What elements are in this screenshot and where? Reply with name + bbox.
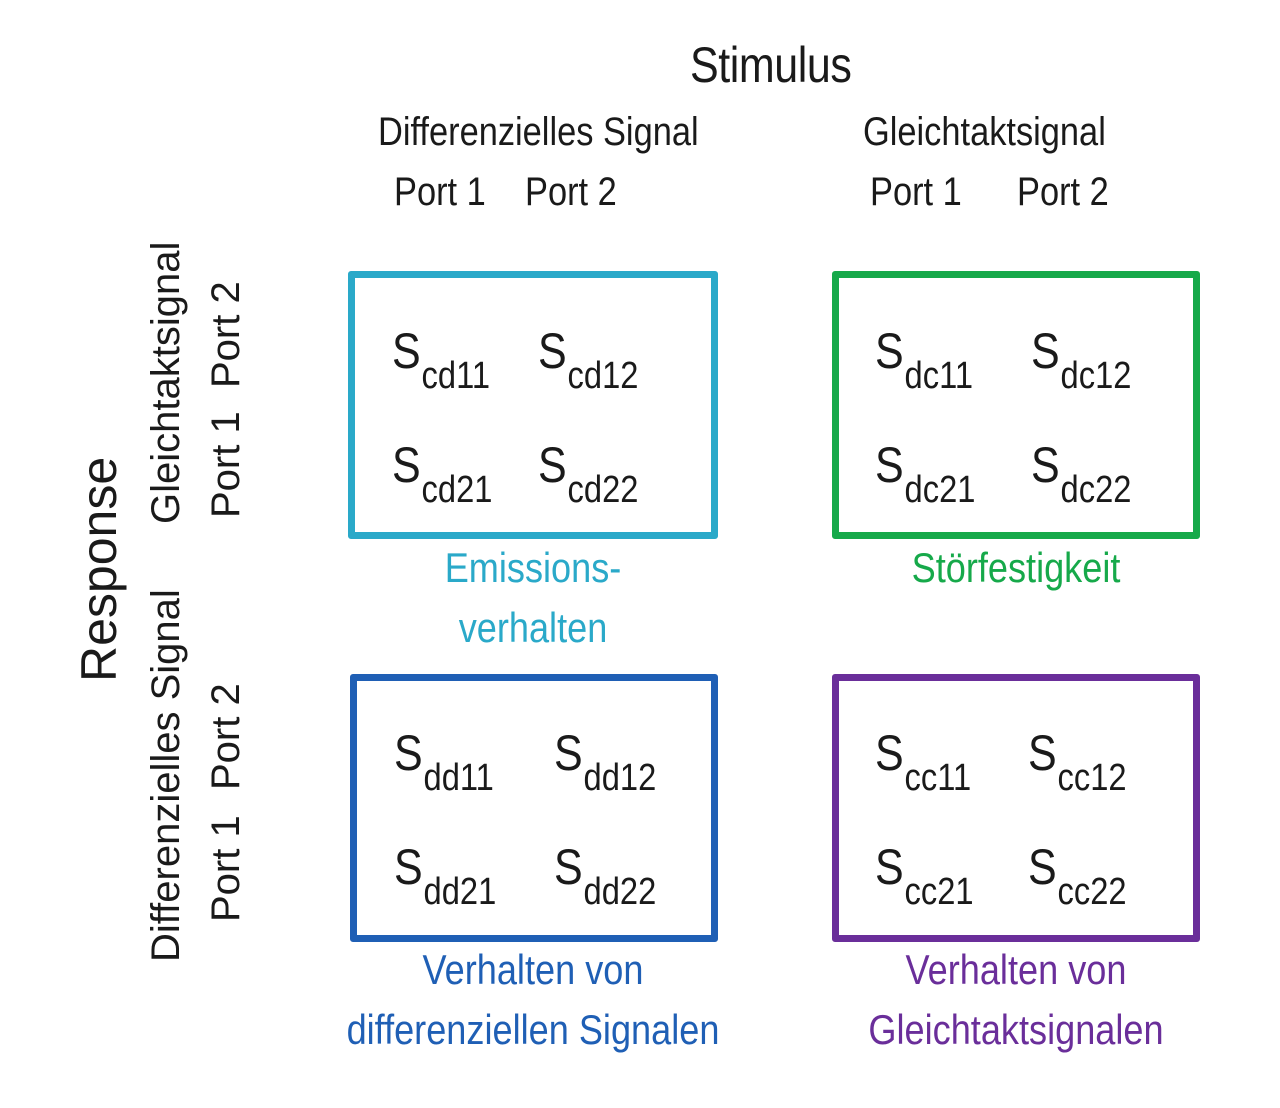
param-scc21: Scc21: [875, 839, 974, 913]
column-group-differential: Differenzielles Signal: [378, 110, 699, 154]
param-sdc22: Sdc22: [1031, 437, 1132, 511]
column-port2-differential: Port 2: [525, 170, 617, 214]
row-port1-differential: Port 1: [204, 815, 248, 922]
caption-common-mode-line2: Gleichtaktsignalen: [868, 1006, 1164, 1053]
param-sdc12: Sdc12: [1031, 323, 1132, 397]
caption-differential-line2: differenziellen Signalen: [346, 1006, 720, 1053]
caption-immunity: Störfestigkeit: [832, 538, 1200, 598]
row-port2-differential: Port 2: [204, 683, 248, 790]
caption-common-mode-line1: Verhalten von: [905, 946, 1127, 993]
caption-common-mode-behavior: Verhalten von Gleichtaktsignalen: [832, 940, 1200, 1060]
column-group-common-mode: Gleichtaktsignal: [863, 110, 1106, 154]
caption-emission-line2: verhalten: [458, 604, 608, 651]
row-group-common-mode: Gleichtaktsignal: [144, 241, 188, 524]
param-sdc21: Sdc21: [875, 437, 976, 511]
stimulus-heading: Stimulus: [690, 37, 852, 93]
row-port1-common-mode: Port 1: [204, 411, 248, 518]
response-heading: Response: [71, 456, 127, 682]
caption-immunity-line1: Störfestigkeit: [911, 544, 1121, 591]
param-scd11: Scd11: [392, 323, 490, 397]
param-scc11: Scc11: [875, 725, 972, 799]
param-sdd22: Sdd22: [554, 839, 657, 913]
param-scd21: Scd21: [392, 437, 493, 511]
quadrant-dd-box: [350, 674, 718, 942]
param-sdc11: Sdc11: [875, 323, 973, 397]
row-port2-common-mode: Port 2: [204, 281, 248, 388]
column-port1-common-mode: Port 1: [870, 170, 962, 214]
param-sdd12: Sdd12: [554, 725, 657, 799]
caption-differential-line1: Verhalten von: [422, 946, 644, 993]
param-scc22: Scc22: [1028, 839, 1127, 913]
caption-differential-behavior: Verhalten von differenziellen Signalen: [300, 940, 766, 1060]
param-sdd21: Sdd21: [394, 839, 497, 913]
quadrant-cd-box: [348, 271, 718, 539]
row-group-differential: Differenzielles Signal: [144, 589, 188, 962]
param-scd12: Scd12: [538, 323, 639, 397]
param-sdd11: Sdd11: [394, 725, 494, 799]
caption-emission-line1: Emissions-: [444, 544, 622, 591]
quadrant-dc-box: [832, 271, 1200, 539]
column-port1-differential: Port 1: [394, 170, 486, 214]
column-port2-common-mode: Port 2: [1017, 170, 1109, 214]
caption-emission-behavior: Emissions- verhalten: [348, 538, 718, 658]
quadrant-cc-box: [832, 674, 1200, 942]
param-scd22: Scd22: [538, 437, 639, 511]
param-scc12: Scc12: [1028, 725, 1127, 799]
